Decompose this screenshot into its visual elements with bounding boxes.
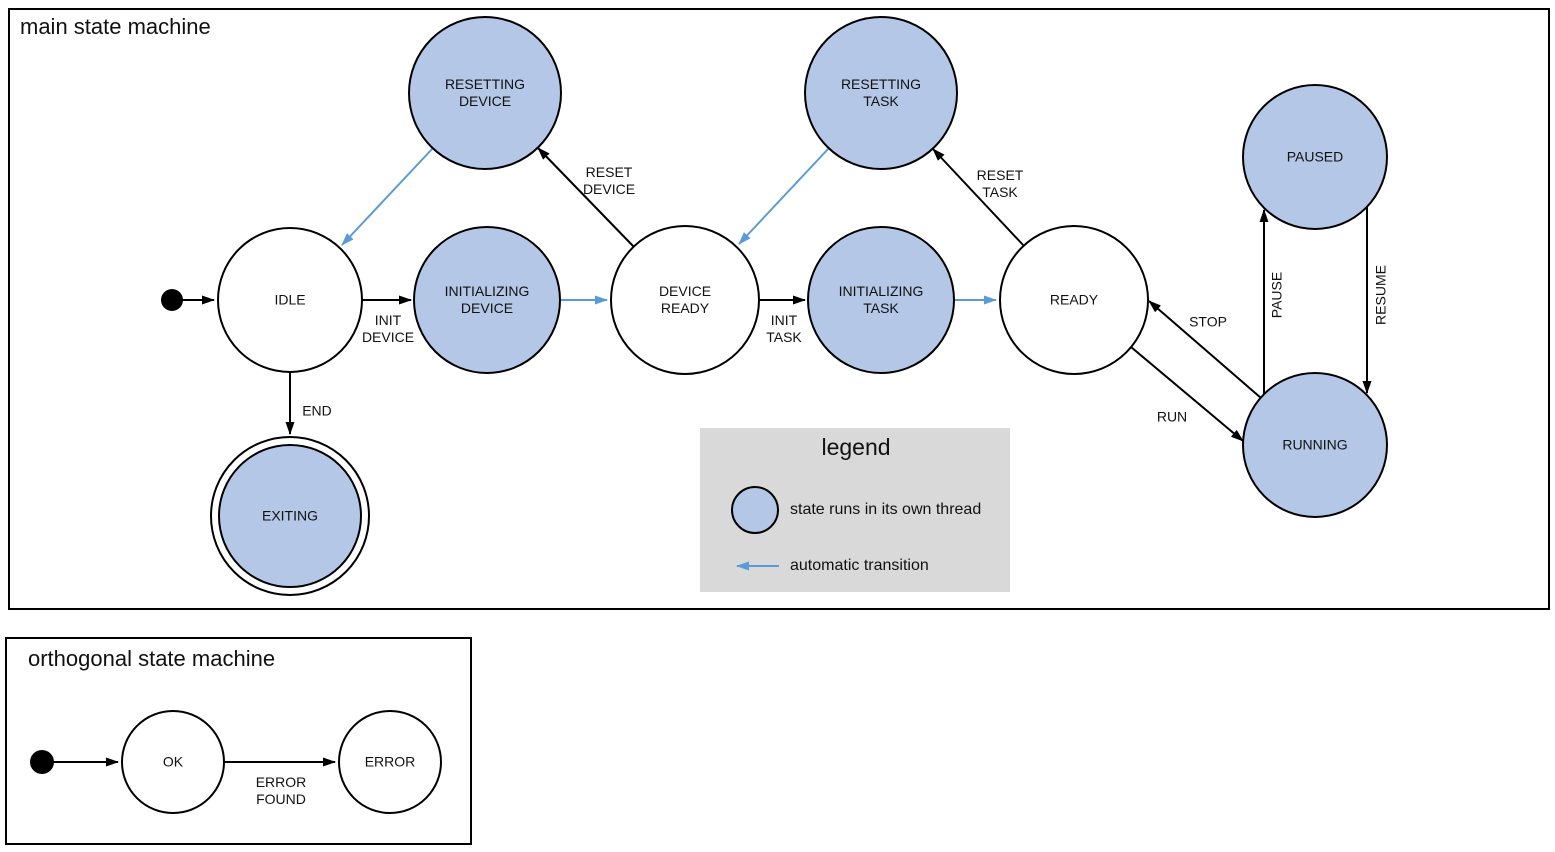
state-circle-error — [338, 710, 442, 814]
transition-label-pause: PAUSE — [1268, 271, 1285, 319]
state-label-running: RUNNING — [1282, 436, 1348, 453]
state-circle-initializing-task — [807, 226, 955, 374]
state-circle-device-ready — [610, 225, 760, 375]
legend-thread-state-label: state runs in its own thread — [790, 501, 982, 518]
transition-reset-task — [932, 148, 1025, 247]
state-circle-resetting-task — [804, 16, 958, 170]
main-state-machine-box — [8, 8, 1550, 610]
transition-label-init-device: INIT DEVICE — [361, 312, 415, 345]
state-label-ok: OK — [162, 753, 184, 770]
state-label-initializing-task: INITIALIZING TASK — [838, 283, 924, 316]
state-circle-ready — [999, 225, 1149, 375]
auto-transition-resetting-task-to-device-ready — [738, 147, 830, 245]
state-label-exiting: EXITING — [261, 507, 319, 524]
main-machine-title: main state machine — [20, 14, 211, 39]
transition-label-run: RUN — [1156, 408, 1188, 425]
state-circle-resetting-device — [408, 16, 562, 170]
state-circle-paused — [1242, 84, 1388, 230]
state-label-resetting-device: RESETTING DEVICE — [444, 76, 526, 109]
transition-label-resume: RESUME — [1372, 265, 1389, 325]
transition-run — [1130, 346, 1244, 442]
transition-label-end: END — [302, 402, 332, 419]
transition-label-error-found: ERROR FOUND — [255, 774, 307, 807]
auto-transition-resetting-device-to-idle — [341, 147, 434, 246]
transition-label-stop: STOP — [1189, 313, 1227, 330]
orthogonal-machine-title: orthogonal state machine — [28, 646, 276, 671]
state-circle-idle — [217, 227, 363, 373]
state-circle-running — [1242, 372, 1388, 518]
legend-title: legend — [821, 434, 891, 460]
transition-reset-device — [537, 147, 635, 248]
legend-thread-state-icon — [731, 486, 779, 534]
state-label-device-ready: DEVICE READY — [658, 283, 712, 316]
state-circle-initializing-device — [413, 226, 561, 374]
initial-state-dot-main — [161, 289, 183, 311]
transition-label-reset-task: RESET TASK — [976, 167, 1024, 200]
final-state-inner-circle-exiting — [218, 444, 362, 588]
transition-stop — [1148, 300, 1262, 399]
state-label-paused: PAUSED — [1286, 148, 1344, 165]
initial-state-dot-orthogonal — [30, 750, 54, 774]
state-label-resetting-task: RESETTING TASK — [840, 76, 922, 109]
state-label-ready: READY — [1049, 291, 1099, 308]
transition-label-reset-device: RESET DEVICE — [582, 164, 636, 197]
state-circle-ok — [121, 710, 225, 814]
state-label-idle: IDLE — [274, 291, 306, 308]
legend-auto-transition-label: automatic transition — [790, 557, 929, 574]
orthogonal-state-machine-box — [5, 637, 472, 845]
state-label-error: ERROR — [364, 753, 416, 770]
state-label-initializing-device: INITIALIZING DEVICE — [444, 283, 530, 316]
transition-label-init-task: INIT TASK — [766, 312, 802, 345]
